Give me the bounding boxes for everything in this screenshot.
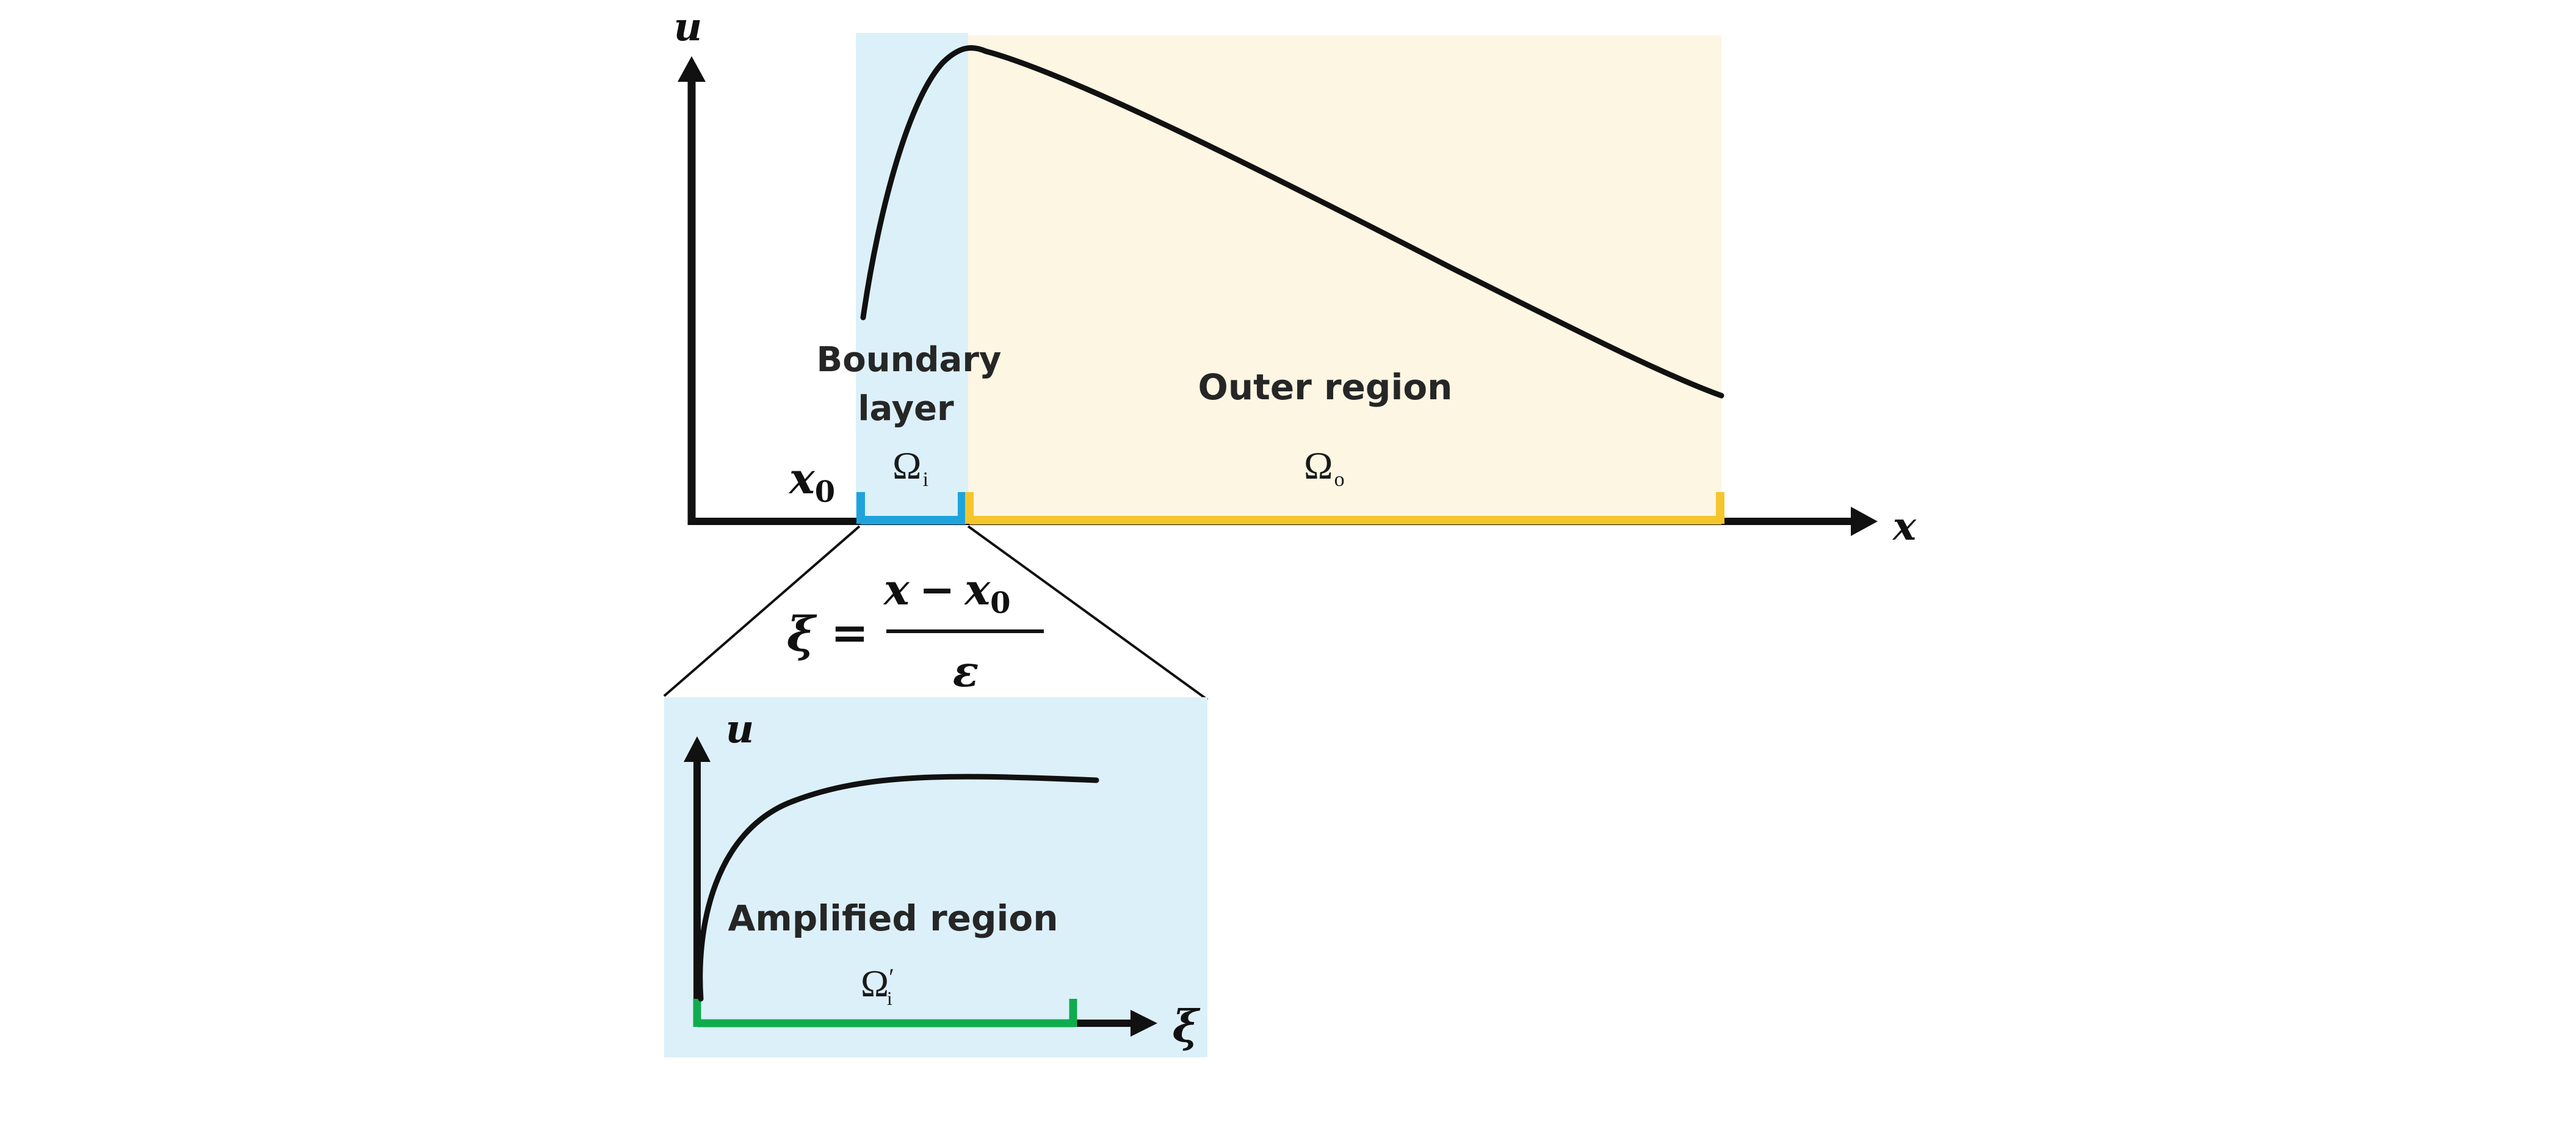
transform-numerator: x−x0 [883,564,1011,620]
amplified-region-bar [693,999,1077,1027]
x0-label: x0 [788,453,835,509]
inset-background [664,697,1207,1057]
amplified-inset: u ξ Amplified region Ω′i [664,697,1207,1057]
y-axis-arrowhead [678,56,706,82]
inset-solution-curve [697,774,1099,1002]
outer-region-bar [965,492,1724,524]
coordinate-transform-equation: ξ = x−x0 ε [787,564,1044,697]
inset-x-axis-label: ξ [1173,1000,1201,1052]
transform-denominator: ε [953,646,979,697]
inset-y-axis-arrowhead [684,736,711,762]
inset-x-axis-arrowhead [1131,1010,1157,1037]
x-axis-arrowhead [1851,507,1878,536]
outer-omega-label: Ωo [1304,444,1345,491]
main-plot: u x x0 Boundary layer Ωi Outer region Ωo [674,4,1917,549]
amplified-omega-label: Ω′i [861,963,894,1009]
boundary-layer-bar [856,492,966,524]
outer-region-label: Outer region [1198,366,1453,408]
zoom-line-left [663,525,861,697]
boundary-omega-label: Ωi [892,444,928,491]
y-axis-label: u [674,4,703,50]
amplified-region-label: Amplified region [728,897,1058,939]
boundary-layer-label-line1: Boundary [817,340,1002,380]
inset-y-axis-label: u [726,706,754,752]
boundary-layer-label-line2: layer [858,389,954,429]
transform-lhs: ξ [787,607,817,662]
x-axis-label: x [1892,504,1917,549]
outer-region-background [966,35,1721,525]
solution-curve [860,45,1724,399]
zoom-connector [663,525,1209,701]
transform-equals: = [831,607,869,659]
zoom-line-right [967,525,1209,701]
